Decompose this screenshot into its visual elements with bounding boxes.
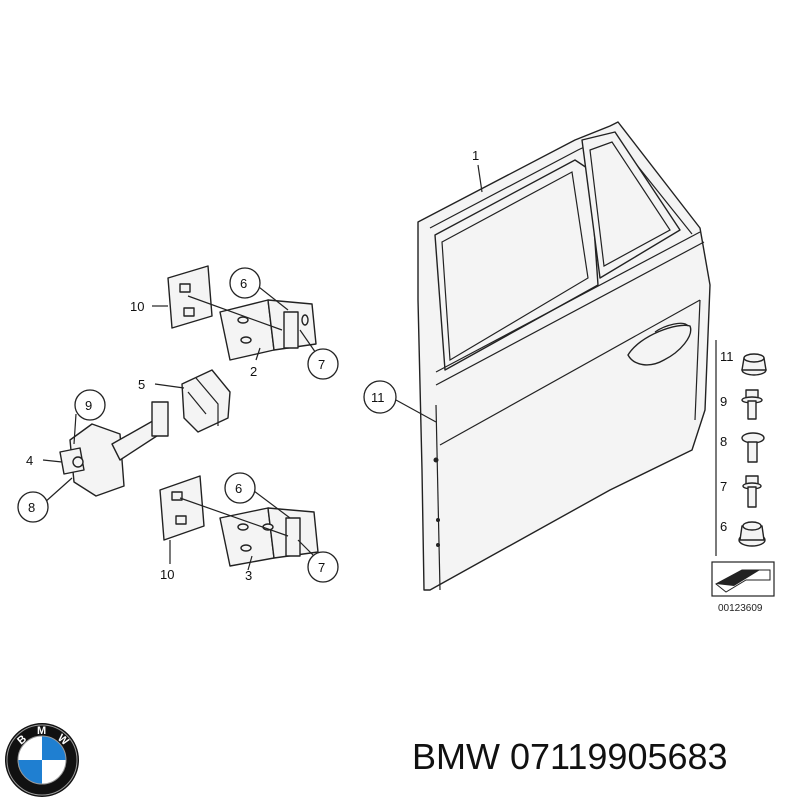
callout-buffer: 5 <box>138 377 145 392</box>
bmw-logo: B M W <box>5 723 79 797</box>
callout-shim-lower: 10 <box>160 567 174 582</box>
flange-nut-icon <box>738 521 766 547</box>
legend-label-8: 8 <box>720 434 727 449</box>
torx-screw-icon <box>741 432 765 463</box>
direction-arrow-icon <box>711 561 775 597</box>
callout-circle <box>307 348 339 380</box>
callout-clip: 11 <box>371 390 385 405</box>
callout-door: 1 <box>472 148 479 163</box>
lower-hinge <box>219 507 319 567</box>
legend-label-7: 7 <box>720 479 727 494</box>
legend-label-9: 9 <box>720 394 727 409</box>
callout-bolt-lower: 7 <box>318 560 325 575</box>
callout-hinge-upper: 2 <box>250 364 257 379</box>
door-check-arm <box>59 401 169 497</box>
callout-nut-upper: 6 <box>240 276 247 291</box>
diagram-reference-number: 00123609 <box>718 603 763 614</box>
callout-circle <box>74 389 106 421</box>
part-number: 07119905683 <box>509 736 728 777</box>
callout-nut-lower: 6 <box>235 481 242 496</box>
brand-name: BMW <box>412 736 500 777</box>
flange-bolt-icon <box>741 389 763 420</box>
callout-circle <box>307 551 339 583</box>
door-buffer <box>181 369 231 433</box>
callout-stop-arm: 4 <box>26 453 33 468</box>
callout-circle <box>224 472 256 504</box>
leader-lines <box>42 164 483 571</box>
lower-shim-plate <box>159 475 205 541</box>
callout-hinge-lower: 3 <box>245 568 252 583</box>
rear-door-shell <box>417 121 711 591</box>
callout-screw: 8 <box>28 500 35 515</box>
callout-circle <box>363 380 397 414</box>
legend-label-6: 6 <box>720 519 727 534</box>
hex-bolt-icon <box>742 475 762 508</box>
clip-nut-icon <box>741 353 767 376</box>
svg-text:M: M <box>37 725 46 737</box>
callouts: 1 10 6 2 7 5 9 4 8 11 6 10 3 7 <box>17 148 479 583</box>
fastener-legend: 11 9 8 7 6 <box>711 340 775 614</box>
upper-hinge <box>219 299 317 361</box>
callout-circle <box>17 491 49 523</box>
callout-shim-upper: 10 <box>130 299 144 314</box>
callout-bolt-upper: 7 <box>318 357 325 372</box>
callout-hex-bolt: 9 <box>85 398 92 413</box>
legend-label-11: 11 <box>720 349 734 364</box>
callout-circle <box>229 267 261 299</box>
